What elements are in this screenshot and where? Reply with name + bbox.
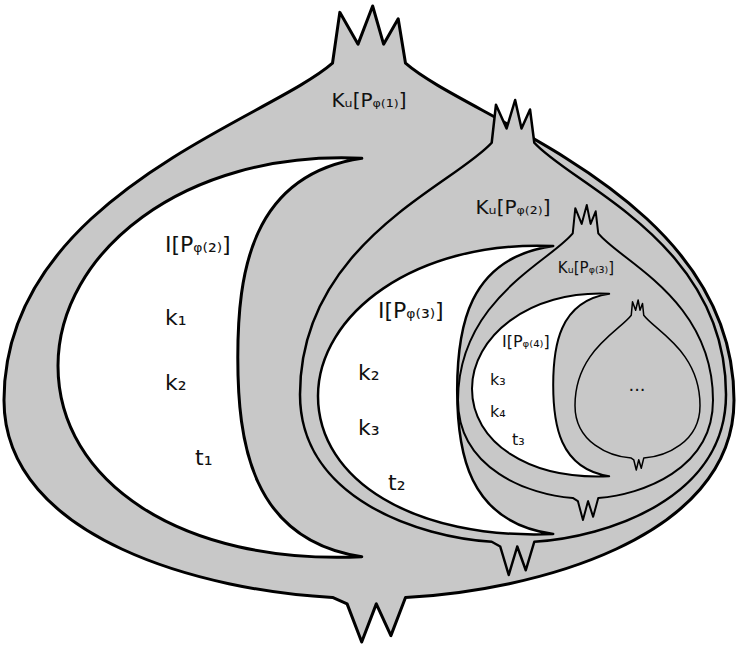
- onion-layer: Kᵤ[Pᵩ₍₃₎] I[Pᵩ₍₄₎] k₃ k₄ t₃...: [458, 205, 713, 520]
- region-text: k₂: [358, 360, 380, 386]
- region-text: I[Pᵩ₍₄₎]: [502, 332, 550, 351]
- onion-outline: [458, 205, 713, 520]
- region-text: k₃: [490, 370, 506, 389]
- region-text: t₃: [512, 430, 525, 449]
- layer-label: ...: [628, 374, 645, 396]
- region-text: t₂: [388, 470, 405, 496]
- onion-layer: ...: [575, 300, 700, 470]
- onion-outline: [575, 300, 700, 470]
- layer-label: Kᵤ[Pᵩ₍₃₎]: [558, 259, 614, 277]
- region-text: I[Pᵩ₍₂₎]: [165, 232, 231, 258]
- onion-outline: [4, 6, 734, 642]
- layer-label: Kᵤ[Pᵩ₍₁₎]: [331, 88, 406, 112]
- layer-label: Kᵤ[Pᵩ₍₂₎]: [475, 195, 550, 219]
- region-text: k₁: [165, 305, 187, 331]
- region-text: k₂: [165, 370, 187, 396]
- region-text: k₄: [490, 402, 506, 421]
- region-text: I[Pᵩ₍₃₎]: [378, 298, 444, 324]
- onion-layer: Kᵤ[Pᵩ₍₂₎] I[Pᵩ₍₃₎] k₂ k₃ t₂ Kᵤ[Pᵩ₍₃₎] I[Pᵩ₍₄₎]…: [300, 100, 726, 575]
- onion-outline: [300, 100, 726, 575]
- region-text: t₁: [195, 445, 212, 471]
- onion-layer: Kᵤ[Pᵩ₍₁₎] I[Pᵩ₍₂₎] k₁ k₂ t₁ Kᵤ[Pᵩ₍₂₎] I[Pᵩ₍₃₎]…: [4, 6, 734, 642]
- region-text: k₃: [358, 415, 380, 441]
